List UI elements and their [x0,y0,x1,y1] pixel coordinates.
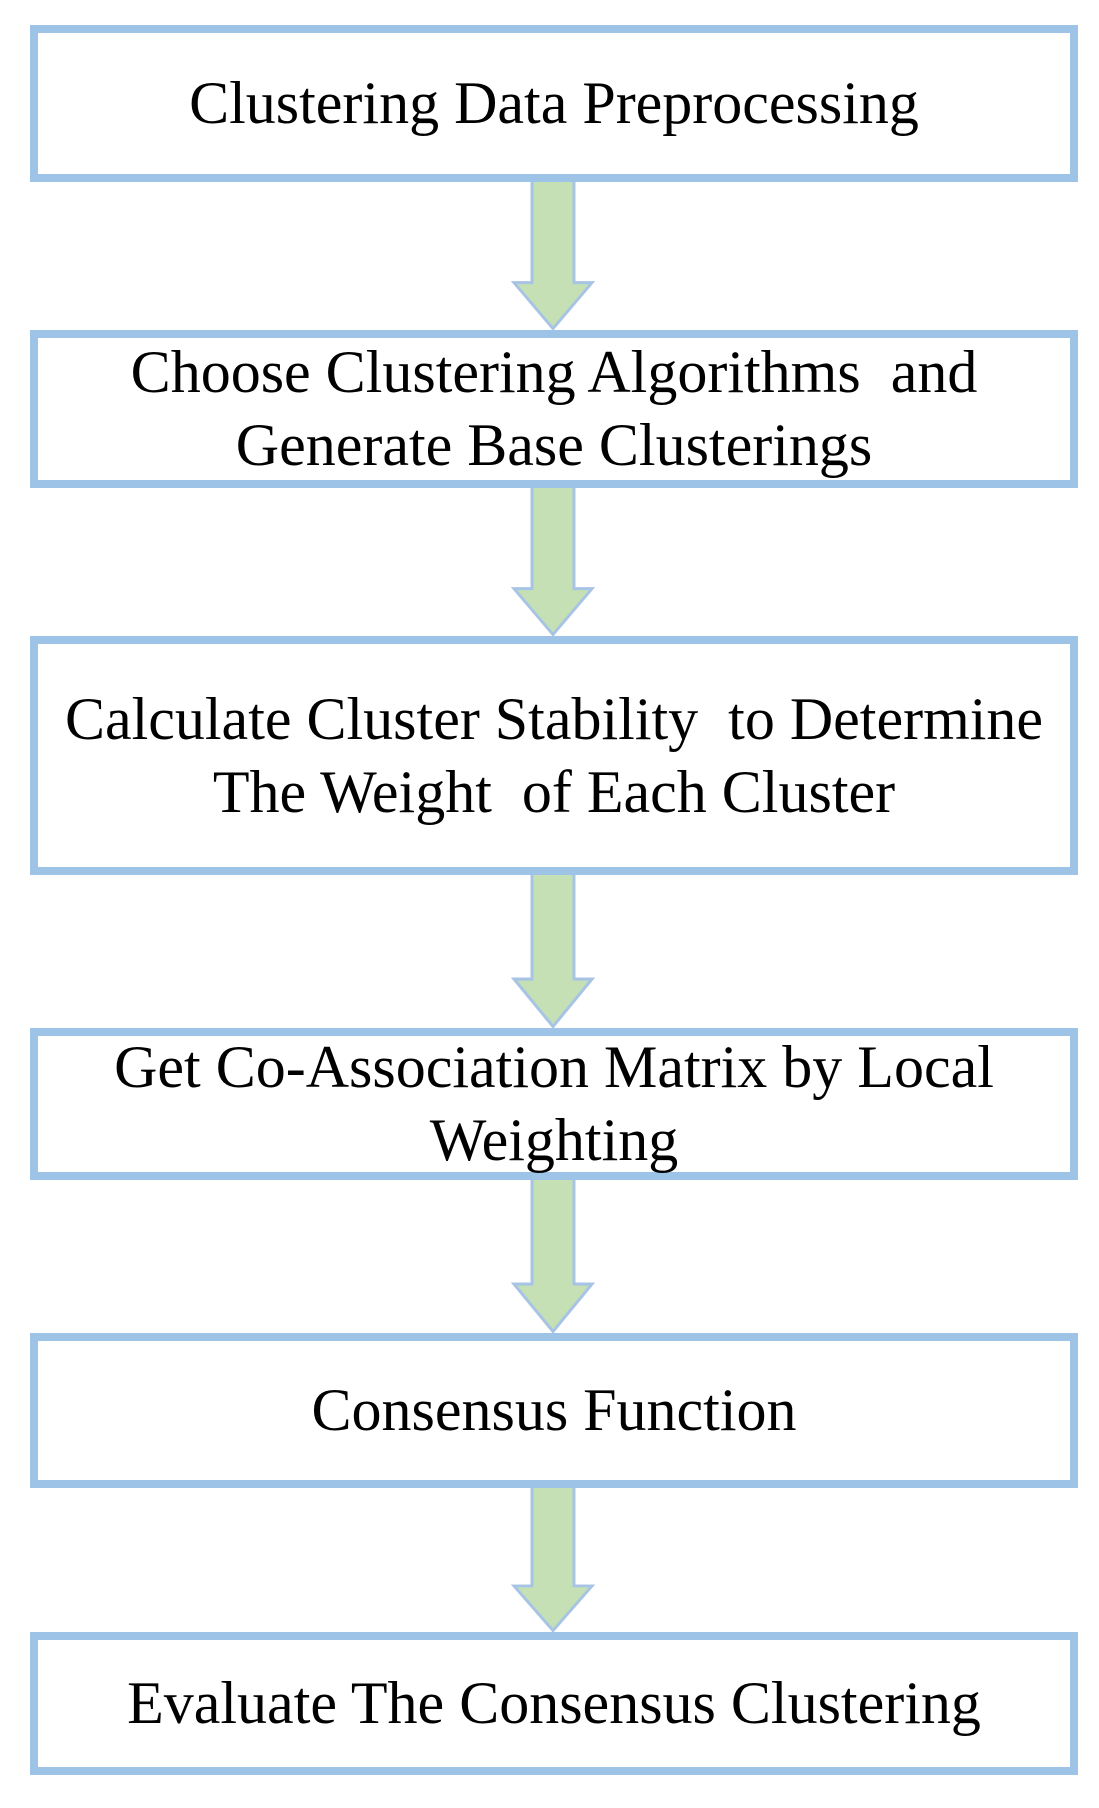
flow-connector-4 [511,1180,595,1333]
down-block-arrow-icon [511,875,595,1028]
flow-connector-3 [511,875,595,1028]
flow-connector-5 [511,1488,595,1632]
flow-connector-2 [511,488,595,636]
down-block-arrow-icon [511,1180,595,1333]
flow-step-label: Get Co-Association Matrix by Local [114,1034,994,1100]
flow-step-consensus-function: Consensus Function [30,1333,1078,1488]
flow-step-preprocessing: Clustering Data Preprocessing [30,25,1078,182]
flow-step-label: Choose Clustering Algorithms and [130,339,978,405]
flow-step-cluster-stability: Calculate Cluster Stability to Determine… [30,636,1078,875]
flow-step-choose-algorithms: Choose Clustering Algorithms and Generat… [30,330,1078,488]
flow-step-label: The Weight of Each Cluster [212,758,896,825]
flow-step-label: Clustering Data Preprocessing [189,70,919,136]
flow-step-co-association-matrix: Get Co-Association Matrix by Local Weigh… [30,1028,1078,1180]
flow-step-label: Consensus Function [311,1377,797,1443]
down-block-arrow-icon [511,182,595,330]
flow-step-evaluate: Evaluate The Consensus Clustering [30,1632,1078,1775]
down-block-arrow-icon [511,488,595,636]
flow-connector-1 [511,182,595,330]
flow-step-label: Calculate Cluster Stability to Determine [64,685,1044,752]
flow-step-label: Evaluate The Consensus Clustering [127,1670,981,1736]
flow-step-label: Weighting [429,1107,679,1173]
flow-step-label: Generate Base Clusterings [235,412,873,478]
down-block-arrow-icon [511,1488,595,1632]
